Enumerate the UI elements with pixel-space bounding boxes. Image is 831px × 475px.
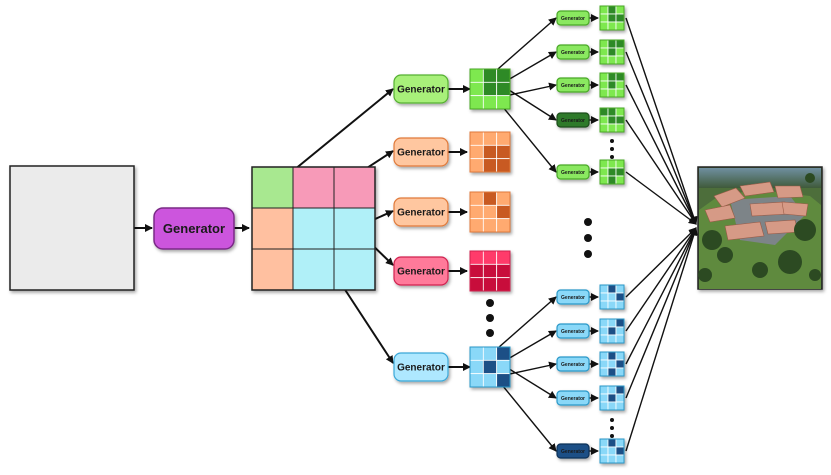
blue-leaf-generator-4-label: Generator xyxy=(561,396,585,402)
green-leaf-generator-3-label: Generator xyxy=(561,83,585,89)
green-leaf-generator-4: Generator xyxy=(556,112,590,128)
green-leaf-generator-5-label: Generator xyxy=(561,170,585,176)
green-leaf-tile-4 xyxy=(599,107,625,133)
green-leaf-generator-3: Generator xyxy=(556,77,590,93)
level2-tile-4 xyxy=(469,250,511,292)
blue-leaf-generator-4: Generator xyxy=(556,390,590,406)
level2-tile-2 xyxy=(469,131,511,173)
blue-leaf-generator-2: Generator xyxy=(556,323,590,339)
green-leaf-tile-3 xyxy=(599,72,625,98)
partition-grid xyxy=(251,166,376,291)
blue-leaf-tile-5 xyxy=(599,438,625,464)
blue-leaf-generator-5: Generator xyxy=(556,443,590,459)
input-canvas xyxy=(9,165,135,291)
main-generator: Generator xyxy=(153,207,235,250)
green-leaf-generator-1-label: Generator xyxy=(561,16,585,22)
blue-leaf-tile-2 xyxy=(599,318,625,344)
blue-leaf-tile-4 xyxy=(599,385,625,411)
main-generator-label: Generator xyxy=(163,221,225,236)
level2-generator-1: Generator xyxy=(393,74,449,104)
level2-tile-5 xyxy=(469,346,511,388)
level2-generator-4-label: Generator xyxy=(397,267,445,278)
green-leaf-generator-1: Generator xyxy=(556,10,590,26)
level2-generator-4: Generator xyxy=(393,256,449,286)
green-leaf-generator-5: Generator xyxy=(556,164,590,180)
green-leaf-tile-5 xyxy=(599,159,625,185)
level2-generator-1-label: Generator xyxy=(397,85,445,96)
level2-generator-2-label: Generator xyxy=(397,148,445,159)
green-leaf-generator-4-label: Generator xyxy=(561,118,585,124)
blue-leaf-generator-1: Generator xyxy=(556,289,590,305)
green-leaf-generator-2-label: Generator xyxy=(561,50,585,56)
blue-leaf-generator-5-label: Generator xyxy=(561,449,585,455)
level2-generator-5-label: Generator xyxy=(397,363,445,374)
blue-leaf-generator-3: Generator xyxy=(556,356,590,372)
level2-tile-1 xyxy=(469,68,511,110)
output-scene-image xyxy=(697,166,823,290)
level2-generator-3-label: Generator xyxy=(397,208,445,219)
level2-generator-3: Generator xyxy=(393,197,449,227)
green-leaf-tile-2 xyxy=(599,39,625,65)
green-leaf-generator-2: Generator xyxy=(556,44,590,60)
ellipsis-dots xyxy=(486,139,614,438)
blue-leaf-tile-3 xyxy=(599,351,625,377)
level2-tile-3 xyxy=(469,191,511,233)
level2-generator-5: Generator xyxy=(393,352,449,382)
blue-leaf-tile-1 xyxy=(599,284,625,310)
level2-generator-2: Generator xyxy=(393,137,449,167)
blue-leaf-generator-3-label: Generator xyxy=(561,362,585,368)
green-leaf-tile-1 xyxy=(599,5,625,31)
blue-leaf-generator-1-label: Generator xyxy=(561,295,585,301)
blue-leaf-generator-2-label: Generator xyxy=(561,329,585,335)
